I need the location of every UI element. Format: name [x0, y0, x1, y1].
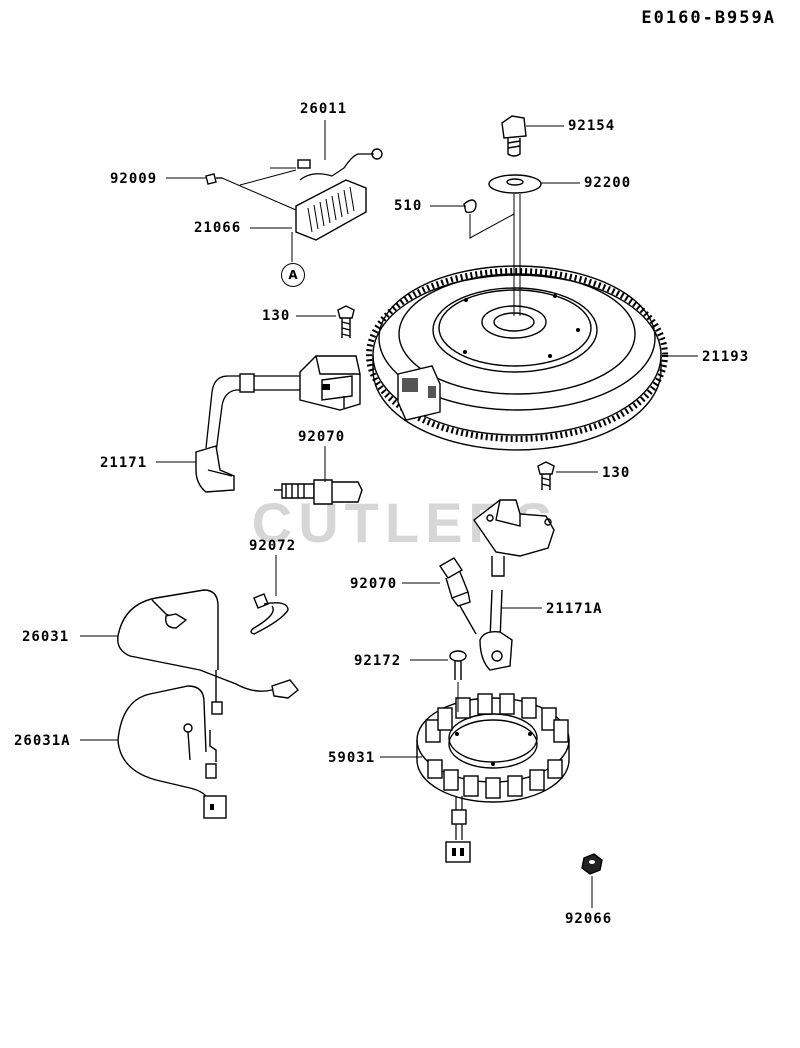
- label-21193: 21193: [702, 349, 750, 365]
- flywheel: [366, 265, 668, 451]
- label-92066: 92066: [565, 911, 613, 927]
- plug-cap-left: [195, 445, 235, 493]
- regulator: [295, 148, 383, 241]
- harness-26031A: [117, 685, 227, 819]
- label-510: 510: [394, 198, 423, 214]
- ignition-coil-upper: [299, 355, 361, 411]
- label-92070-lower: 92070: [350, 576, 398, 592]
- ignition-coil-lower: [473, 499, 555, 577]
- stator: [416, 693, 570, 863]
- label-26031A: 26031A: [14, 733, 71, 749]
- coil-lead-lower: [479, 589, 513, 671]
- flywheel-bolt: [501, 115, 527, 157]
- label-26031: 26031: [22, 629, 70, 645]
- label-92154: 92154: [568, 118, 616, 134]
- spark-plug-upper: [274, 479, 363, 505]
- flywheel-key: [463, 199, 477, 214]
- label-21066: 21066: [194, 220, 242, 236]
- flywheel-washer: [488, 174, 542, 194]
- label-26011: 26011: [300, 101, 348, 117]
- label-130-upper: 130: [262, 308, 291, 324]
- regulator-screw: [205, 173, 222, 185]
- label-21171A: 21171A: [546, 601, 603, 617]
- coil-bolt-upper: [337, 305, 355, 338]
- label-92200: 92200: [584, 175, 632, 191]
- stator-screw: [449, 650, 467, 680]
- harness-26031: [117, 589, 299, 715]
- label-130-lower: 130: [602, 465, 631, 481]
- spark-plug-lower: [439, 557, 477, 635]
- label-92072: 92072: [249, 538, 297, 554]
- label-59031: 59031: [328, 750, 376, 766]
- nut: [581, 853, 603, 875]
- coil-bolt-lower: [537, 461, 555, 490]
- callout-a: A: [281, 263, 305, 287]
- label-92172: 92172: [354, 653, 402, 669]
- label-92009: 92009: [110, 171, 158, 187]
- clamp: [250, 593, 289, 635]
- leader-lines: [80, 120, 698, 908]
- label-21171: 21171: [100, 455, 148, 471]
- label-92070-upper: 92070: [298, 429, 346, 445]
- diagram-id: E0160-B959A: [641, 8, 776, 28]
